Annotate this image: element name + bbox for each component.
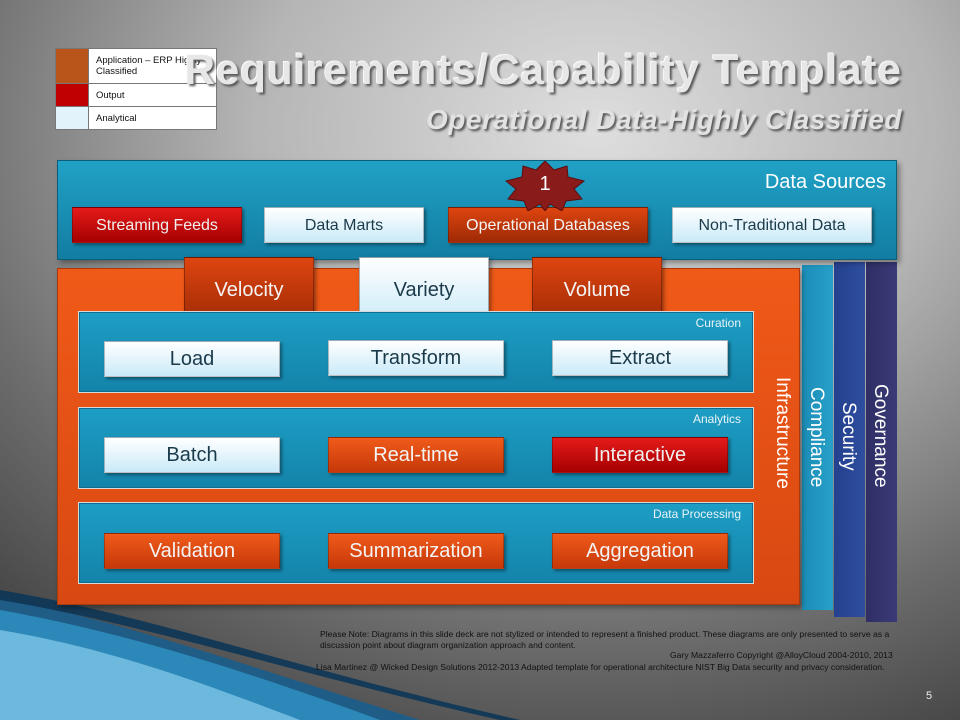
curation-item-load: Load	[104, 341, 280, 377]
badge-number: 1	[539, 173, 551, 195]
disclaimer-note: Please Note: Diagrams in this slide deck…	[320, 629, 890, 650]
decorative-wave	[0, 590, 520, 720]
page-title: Requirements/Capability Template	[184, 46, 902, 93]
legend-label: Analytical	[88, 106, 217, 130]
source-non-traditional-data: Non-Traditional Data	[672, 207, 872, 243]
adaptation-credit: Lisa Martinez @ Wicked Design Solutions …	[316, 662, 885, 672]
data-sources-label: Data Sources	[764, 171, 886, 193]
compliance-bar: Compliance	[802, 265, 833, 610]
security-bar: Security	[834, 262, 865, 617]
governance-bar: Governance	[866, 262, 897, 622]
processing-item-validation: Validation	[104, 533, 280, 569]
legend-swatch	[55, 48, 89, 84]
legend-row-output: Output	[55, 83, 217, 107]
legend-label: Output	[88, 83, 217, 107]
legend-row-analytical: Analytical	[55, 106, 217, 130]
analytics-item-interactive: Interactive	[552, 437, 728, 473]
page-subtitle: Operational Data-Highly Classified	[426, 104, 902, 135]
processing-item-summarization: Summarization	[328, 533, 504, 569]
source-streaming-feeds: Streaming Feeds	[72, 207, 242, 243]
curation-label: Curation	[695, 316, 741, 330]
source-operational-databases: Operational Databases	[448, 207, 648, 243]
compliance-label: Compliance	[806, 387, 827, 488]
infrastructure-label: Infrastructure	[772, 377, 793, 489]
processing-item-aggregation: Aggregation	[552, 533, 728, 569]
curation-item-transform: Transform	[328, 340, 504, 376]
security-label: Security	[838, 402, 859, 471]
analytics-item-batch: Batch	[104, 437, 280, 473]
data-processing-label: Data Processing	[652, 507, 741, 521]
analytics-item-real-time: Real-time	[328, 437, 504, 473]
governance-label: Governance	[870, 384, 891, 488]
curation-item-extract: Extract	[552, 340, 728, 376]
analytics-label: Analytics	[692, 412, 741, 426]
legend-swatch	[55, 106, 89, 130]
legend: Application – ERP Highly Classified Outp…	[55, 48, 217, 130]
copyright-credit: Gary Mazzaferro Copyright @AlloyCloud 20…	[670, 650, 893, 660]
source-data-marts: Data Marts	[264, 207, 424, 243]
legend-swatch	[55, 83, 89, 107]
page-number: 5	[926, 690, 933, 702]
star-badge-icon	[504, 161, 586, 211]
